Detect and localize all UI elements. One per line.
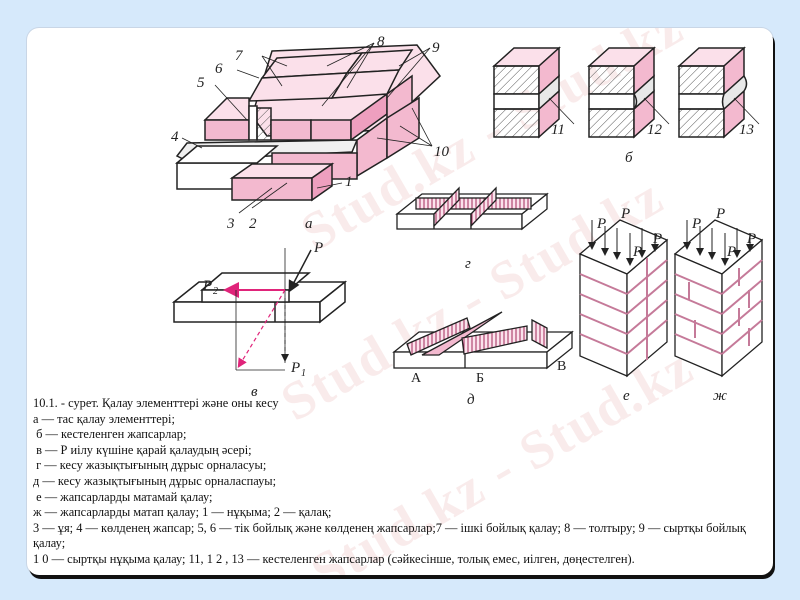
panel-b-callouts: 11 12 13 б <box>551 122 754 166</box>
panel-v-labels: P P 2 P 1 в <box>202 240 323 400</box>
svg-text:P: P <box>202 278 212 294</box>
svg-text:12: 12 <box>647 122 663 138</box>
svg-text:P: P <box>691 216 701 232</box>
panel-zh-labels: P P P P ж <box>691 206 756 404</box>
svg-text:ж: ж <box>713 388 727 404</box>
svg-text:P: P <box>596 216 606 232</box>
svg-text:10: 10 <box>434 144 450 160</box>
svg-text:б: б <box>625 150 633 166</box>
svg-text:P: P <box>620 206 630 222</box>
caption-line: г — кесу жазықтығының дұрыс орналасуы; <box>33 458 267 473</box>
svg-text:3: 3 <box>226 216 235 232</box>
svg-text:в: в <box>251 384 258 400</box>
caption-line: д — кесу жазықтығының дұрыс орналаспауы; <box>33 473 277 488</box>
caption-line: а — тас қалау элементтері; <box>33 411 175 426</box>
panel-g-label: г <box>465 256 471 272</box>
svg-text:P: P <box>726 244 736 260</box>
masonry-figure: 1 2 3 4 5 6 7 8 9 10 а <box>27 28 773 408</box>
svg-text:7: 7 <box>235 48 244 64</box>
caption-title: 10.1. - сурет. Қалау элементтері және он… <box>33 396 279 410</box>
svg-text:1: 1 <box>301 368 306 379</box>
panel-e-labels: P P P P е <box>596 206 662 404</box>
svg-text:6: 6 <box>215 61 223 77</box>
panel-zh-bonded-wall <box>673 219 764 378</box>
panel-d-labels: А Б В д <box>411 359 566 408</box>
svg-text:9: 9 <box>432 40 440 56</box>
svg-text:Б: Б <box>476 371 484 386</box>
panel-e-unbonded-wall <box>578 219 669 378</box>
slide-card: Stud.kz - Stud.kz Stud.kz - Stud.kz Stud… <box>27 28 773 575</box>
caption-line: 1 0 — сыртқы нұқыма қалау; 11, 1 2 , 13 … <box>33 551 635 566</box>
svg-text:В: В <box>557 359 566 374</box>
svg-text:P: P <box>632 244 642 260</box>
svg-text:е: е <box>623 388 630 404</box>
svg-text:8: 8 <box>377 34 385 50</box>
panel-a-masonry-elements <box>174 42 442 214</box>
svg-text:2: 2 <box>213 286 218 297</box>
caption-line: в — Р иілу күшіне қарай қалаудың әсері; <box>33 442 252 457</box>
svg-text:P: P <box>746 231 756 247</box>
panel-d-incorrect-cut <box>392 311 574 370</box>
caption-line: ж — жапсарларды матап қалау; 1 — нұқыма;… <box>33 505 332 520</box>
panel-a-callouts: 1 2 3 4 5 6 7 8 9 10 а <box>171 34 450 232</box>
svg-text:P: P <box>313 240 323 256</box>
panel-v-bending-force <box>171 248 348 371</box>
svg-text:2: 2 <box>249 216 257 232</box>
svg-text:P: P <box>652 231 662 247</box>
panel-b-joints <box>492 46 760 139</box>
caption-line: е — жапсарларды матамай қалау; <box>33 489 213 504</box>
caption-line: қалау; <box>33 536 66 551</box>
figure-caption: 10.1. - сурет. Қалау элементтері және он… <box>33 396 768 568</box>
svg-text:4: 4 <box>171 129 179 145</box>
caption-line: 3 — ұя; 4 — көлденең жапсар; 5, 6 — тік … <box>33 520 746 535</box>
svg-text:1: 1 <box>345 174 353 190</box>
svg-text:5: 5 <box>197 75 205 91</box>
svg-text:13: 13 <box>739 122 754 138</box>
caption-line: б — кестеленген жапсарлар; <box>33 427 187 442</box>
svg-text:11: 11 <box>551 122 565 138</box>
svg-text:А: А <box>411 371 422 386</box>
svg-text:P: P <box>290 360 300 376</box>
svg-text:P: P <box>715 206 725 222</box>
svg-text:а: а <box>305 216 313 232</box>
svg-text:д: д <box>467 392 475 408</box>
panel-g-correct-cut <box>395 186 549 231</box>
